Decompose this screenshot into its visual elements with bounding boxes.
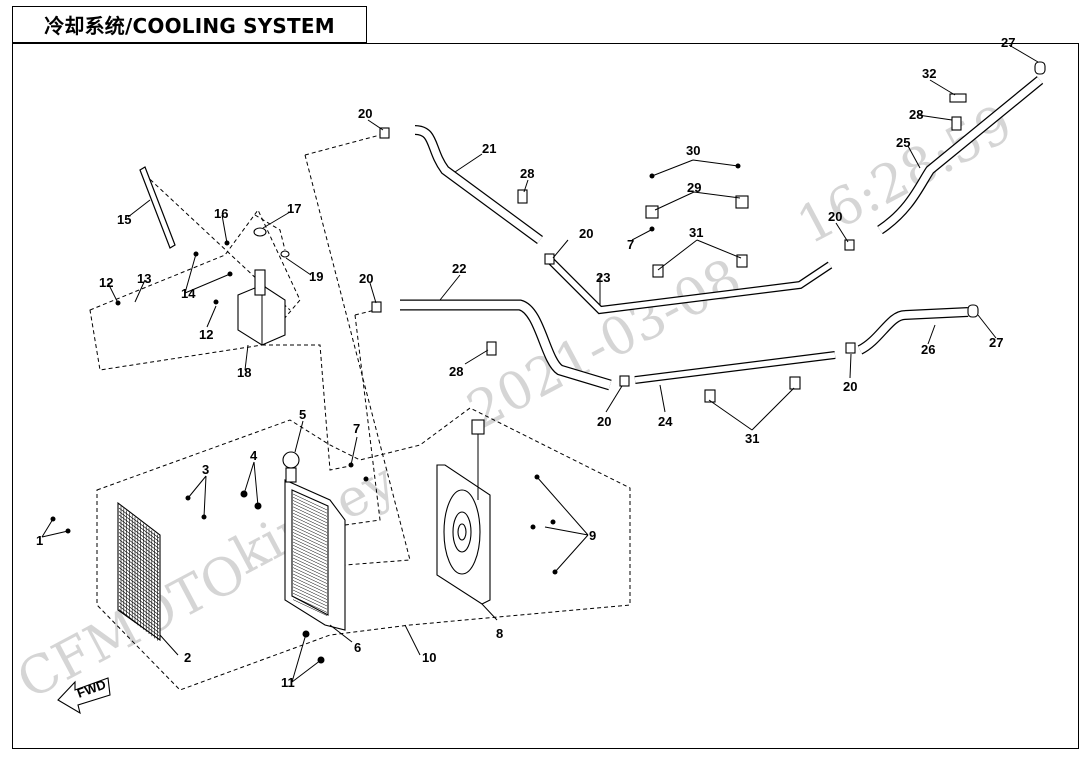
callout-32: 32 bbox=[922, 66, 936, 81]
callout-8: 8 bbox=[496, 626, 503, 641]
callout-20-c: 20 bbox=[579, 226, 593, 241]
sleeves bbox=[652, 254, 801, 403]
callout-23: 23 bbox=[596, 270, 610, 285]
callout-31-bottom: 31 bbox=[745, 431, 759, 446]
callout-12-top: 12 bbox=[99, 275, 113, 290]
coolant-reservoir bbox=[237, 227, 290, 346]
callout-28-c: 28 bbox=[909, 107, 923, 122]
callout-27-top: 27 bbox=[1001, 35, 1015, 50]
leader-lines bbox=[41, 44, 1039, 683]
callout-2: 2 bbox=[184, 650, 191, 665]
callout-7-bracket: 7 bbox=[627, 237, 634, 252]
callout-10: 10 bbox=[422, 650, 436, 665]
callout-12-bottom: 12 bbox=[199, 327, 213, 342]
page-title: 冷却系统/COOLING SYSTEM bbox=[12, 6, 367, 43]
radiator-assembly-outline bbox=[96, 407, 631, 691]
callout-6: 6 bbox=[354, 640, 361, 655]
callout-20-d: 20 bbox=[597, 414, 611, 429]
callout-16: 16 bbox=[214, 206, 228, 221]
callout-15: 15 bbox=[117, 212, 131, 227]
callout-22: 22 bbox=[452, 261, 466, 276]
callout-28-a: 28 bbox=[520, 166, 534, 181]
diagram-frame bbox=[12, 43, 1079, 749]
callout-28-b: 28 bbox=[449, 364, 463, 379]
callout-18: 18 bbox=[237, 365, 251, 380]
clips-and-brackets bbox=[486, 93, 967, 356]
callout-31-top: 31 bbox=[689, 225, 703, 240]
hose-link-upper bbox=[304, 134, 411, 566]
fan-assembly bbox=[436, 419, 491, 605]
callout-17: 17 bbox=[287, 201, 301, 216]
callout-7-radiator: 7 bbox=[353, 421, 360, 436]
radiator-cap bbox=[282, 451, 300, 469]
callout-4: 4 bbox=[250, 448, 258, 463]
callout-21: 21 bbox=[482, 141, 496, 156]
callout-30: 30 bbox=[686, 143, 700, 158]
callout-20-e: 20 bbox=[828, 209, 842, 224]
callout-20-a: 20 bbox=[358, 106, 372, 121]
callout-20-f: 20 bbox=[843, 379, 857, 394]
callout-5: 5 bbox=[299, 407, 306, 422]
reservoir-hose-link bbox=[262, 344, 356, 471]
callout-11: 11 bbox=[281, 675, 295, 690]
callout-25: 25 bbox=[896, 135, 910, 150]
hose-clamps bbox=[371, 61, 1046, 387]
overflow-tube bbox=[139, 166, 176, 249]
callout-3: 3 bbox=[202, 462, 209, 477]
callout-29: 29 bbox=[687, 180, 701, 195]
callout-14: 14 bbox=[181, 286, 196, 301]
callouts: 1 2 3 4 5 6 7 8 9 10 11 12 13 14 12 15 1… bbox=[36, 35, 1015, 690]
callout-13: 13 bbox=[137, 271, 151, 286]
callout-24: 24 bbox=[658, 414, 673, 429]
callout-19: 19 bbox=[309, 269, 323, 284]
callout-26: 26 bbox=[921, 342, 935, 357]
callout-1: 1 bbox=[36, 533, 43, 548]
callout-9: 9 bbox=[589, 528, 596, 543]
callout-27-bottom: 27 bbox=[989, 335, 1003, 350]
radiator-grille bbox=[117, 501, 161, 642]
radiator bbox=[282, 451, 346, 631]
callout-20-b: 20 bbox=[359, 271, 373, 286]
cap-link bbox=[254, 214, 286, 251]
